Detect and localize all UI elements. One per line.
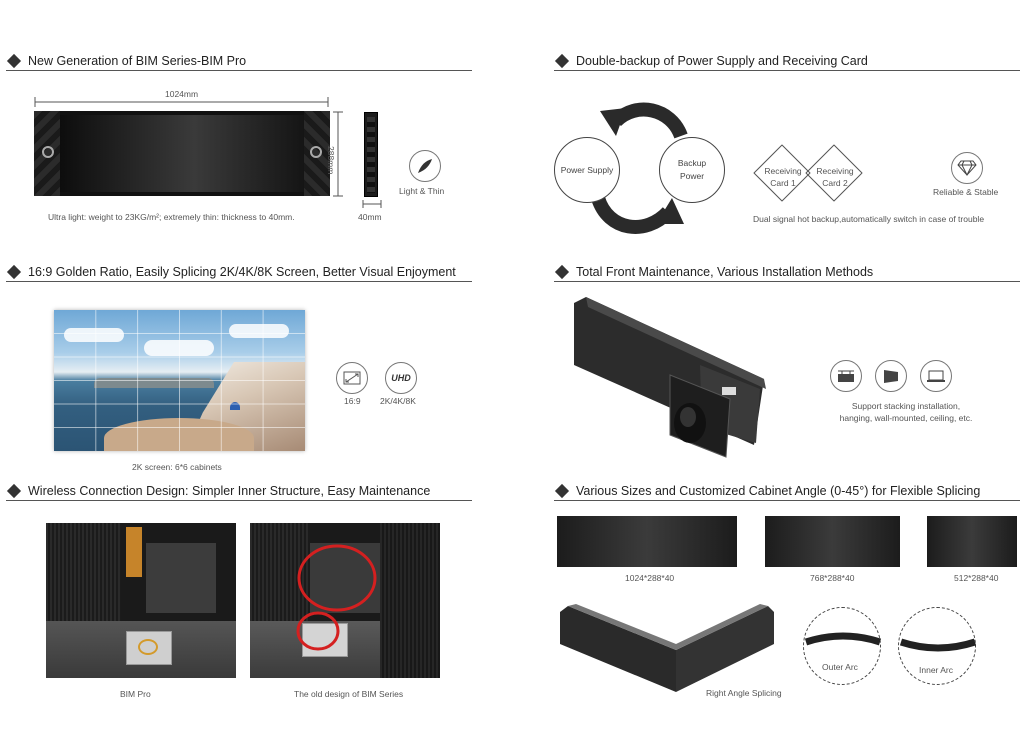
height-dimension-line bbox=[333, 111, 343, 197]
cycle-arrows-icon bbox=[591, 102, 688, 234]
bim-pro-inner-photo bbox=[46, 523, 236, 678]
right-angle-label: Right Angle Splicing bbox=[706, 688, 782, 698]
diamond-bullet-icon bbox=[554, 264, 570, 280]
receiving-card-1-label: Receiving Card 1 bbox=[764, 166, 802, 188]
light-thin-label: Light & Thin bbox=[399, 186, 445, 196]
section-title-wireless: Wireless Connection Design: Simpler Inne… bbox=[6, 483, 430, 499]
installation-caption: Support stacking installation, hanging, … bbox=[839, 401, 973, 423]
hanging-install-icon bbox=[830, 360, 862, 392]
diamond-bullet-icon bbox=[6, 483, 22, 499]
diamond-bullet-icon bbox=[554, 483, 570, 499]
section-title-bim-pro: New Generation of BIM Series-BIM Pro bbox=[6, 53, 246, 69]
bim-pro-caption: Ultra light: weight to 23KG/m²; extremel… bbox=[48, 212, 295, 222]
size-1024-label: 1024*288*40 bbox=[625, 573, 675, 583]
aspect-ratio-icon bbox=[336, 362, 368, 394]
lock-knob-icon bbox=[42, 146, 54, 158]
section-title-power-backup: Double-backup of Power Supply and Receiv… bbox=[554, 53, 868, 69]
bim-pro-caption-label: BIM Pro bbox=[120, 689, 151, 699]
diamond-bullet-icon bbox=[554, 53, 570, 69]
old-design-inner-photo bbox=[250, 523, 440, 678]
uhd-icon: UHD bbox=[385, 362, 417, 394]
golden-ratio-caption: 2K screen: 6*6 cabinets bbox=[132, 462, 222, 472]
diamond-gem-icon bbox=[951, 152, 983, 184]
section-rule bbox=[6, 281, 472, 282]
reliable-stable-label: Reliable & Stable bbox=[933, 187, 999, 197]
cabinet-side-view bbox=[364, 112, 378, 197]
width-dimension-line bbox=[34, 97, 329, 107]
section-title-front-maintenance: Total Front Maintenance, Various Install… bbox=[554, 264, 873, 280]
right-angle-splicing-illustration bbox=[560, 604, 774, 692]
inner-arc-label: Inner Arc bbox=[919, 665, 954, 675]
feather-icon bbox=[409, 150, 441, 182]
wall-mounted-icon bbox=[875, 360, 907, 392]
depth-dimension-label: 40mm bbox=[358, 212, 382, 222]
receiving-card-2-label: Receiving Card 2 bbox=[816, 166, 854, 188]
cabinet-512-image bbox=[927, 516, 1017, 567]
power-supply-circle: Power Supply bbox=[554, 137, 620, 203]
section-title-golden-ratio: 16:9 Golden Ratio, Easily Splicing 2K/4K… bbox=[6, 264, 456, 280]
section-rule bbox=[6, 70, 472, 71]
cabinet-1024-image bbox=[557, 516, 737, 567]
front-maintenance-illustration bbox=[574, 297, 766, 458]
section-rule bbox=[6, 500, 472, 501]
lock-knob-icon bbox=[310, 146, 322, 158]
ratio-label: 16:9 bbox=[344, 396, 361, 406]
section-rule bbox=[554, 500, 1020, 501]
section-title-various-sizes: Various Sizes and Customized Cabinet Ang… bbox=[554, 483, 980, 499]
outer-arc-label: Outer Arc bbox=[822, 662, 858, 672]
cabinet-front-view bbox=[34, 111, 330, 196]
resolution-label: 2K/4K/8K bbox=[380, 396, 416, 406]
depth-dimension-line bbox=[362, 200, 382, 208]
backup-power-circle: Backup Power bbox=[659, 137, 725, 203]
receiving-card-diamonds bbox=[753, 144, 863, 202]
diamond-bullet-icon bbox=[6, 264, 22, 280]
cabinet-grid bbox=[54, 310, 305, 451]
cabinet-led-surface bbox=[60, 115, 304, 192]
cabinet-768-image bbox=[765, 516, 900, 567]
height-dimension-label: 288mm bbox=[326, 146, 336, 175]
ceiling-install-icon bbox=[920, 360, 952, 392]
width-dimension-label: 1024mm bbox=[165, 89, 199, 99]
power-backup-caption: Dual signal hot backup,automatically swi… bbox=[753, 214, 985, 224]
highlight-circles bbox=[296, 544, 377, 651]
santorini-screen-photo bbox=[54, 310, 305, 451]
section-rule bbox=[554, 281, 1020, 282]
inner-arc-diagram bbox=[898, 607, 977, 685]
outer-arc-diagram bbox=[803, 607, 882, 685]
section-rule bbox=[554, 70, 1020, 71]
old-design-caption-label: The old design of BIM Series bbox=[294, 689, 404, 699]
diamond-bullet-icon bbox=[6, 53, 22, 69]
size-512-label: 512*288*40 bbox=[954, 573, 999, 583]
size-768-label: 768*288*40 bbox=[810, 573, 855, 583]
